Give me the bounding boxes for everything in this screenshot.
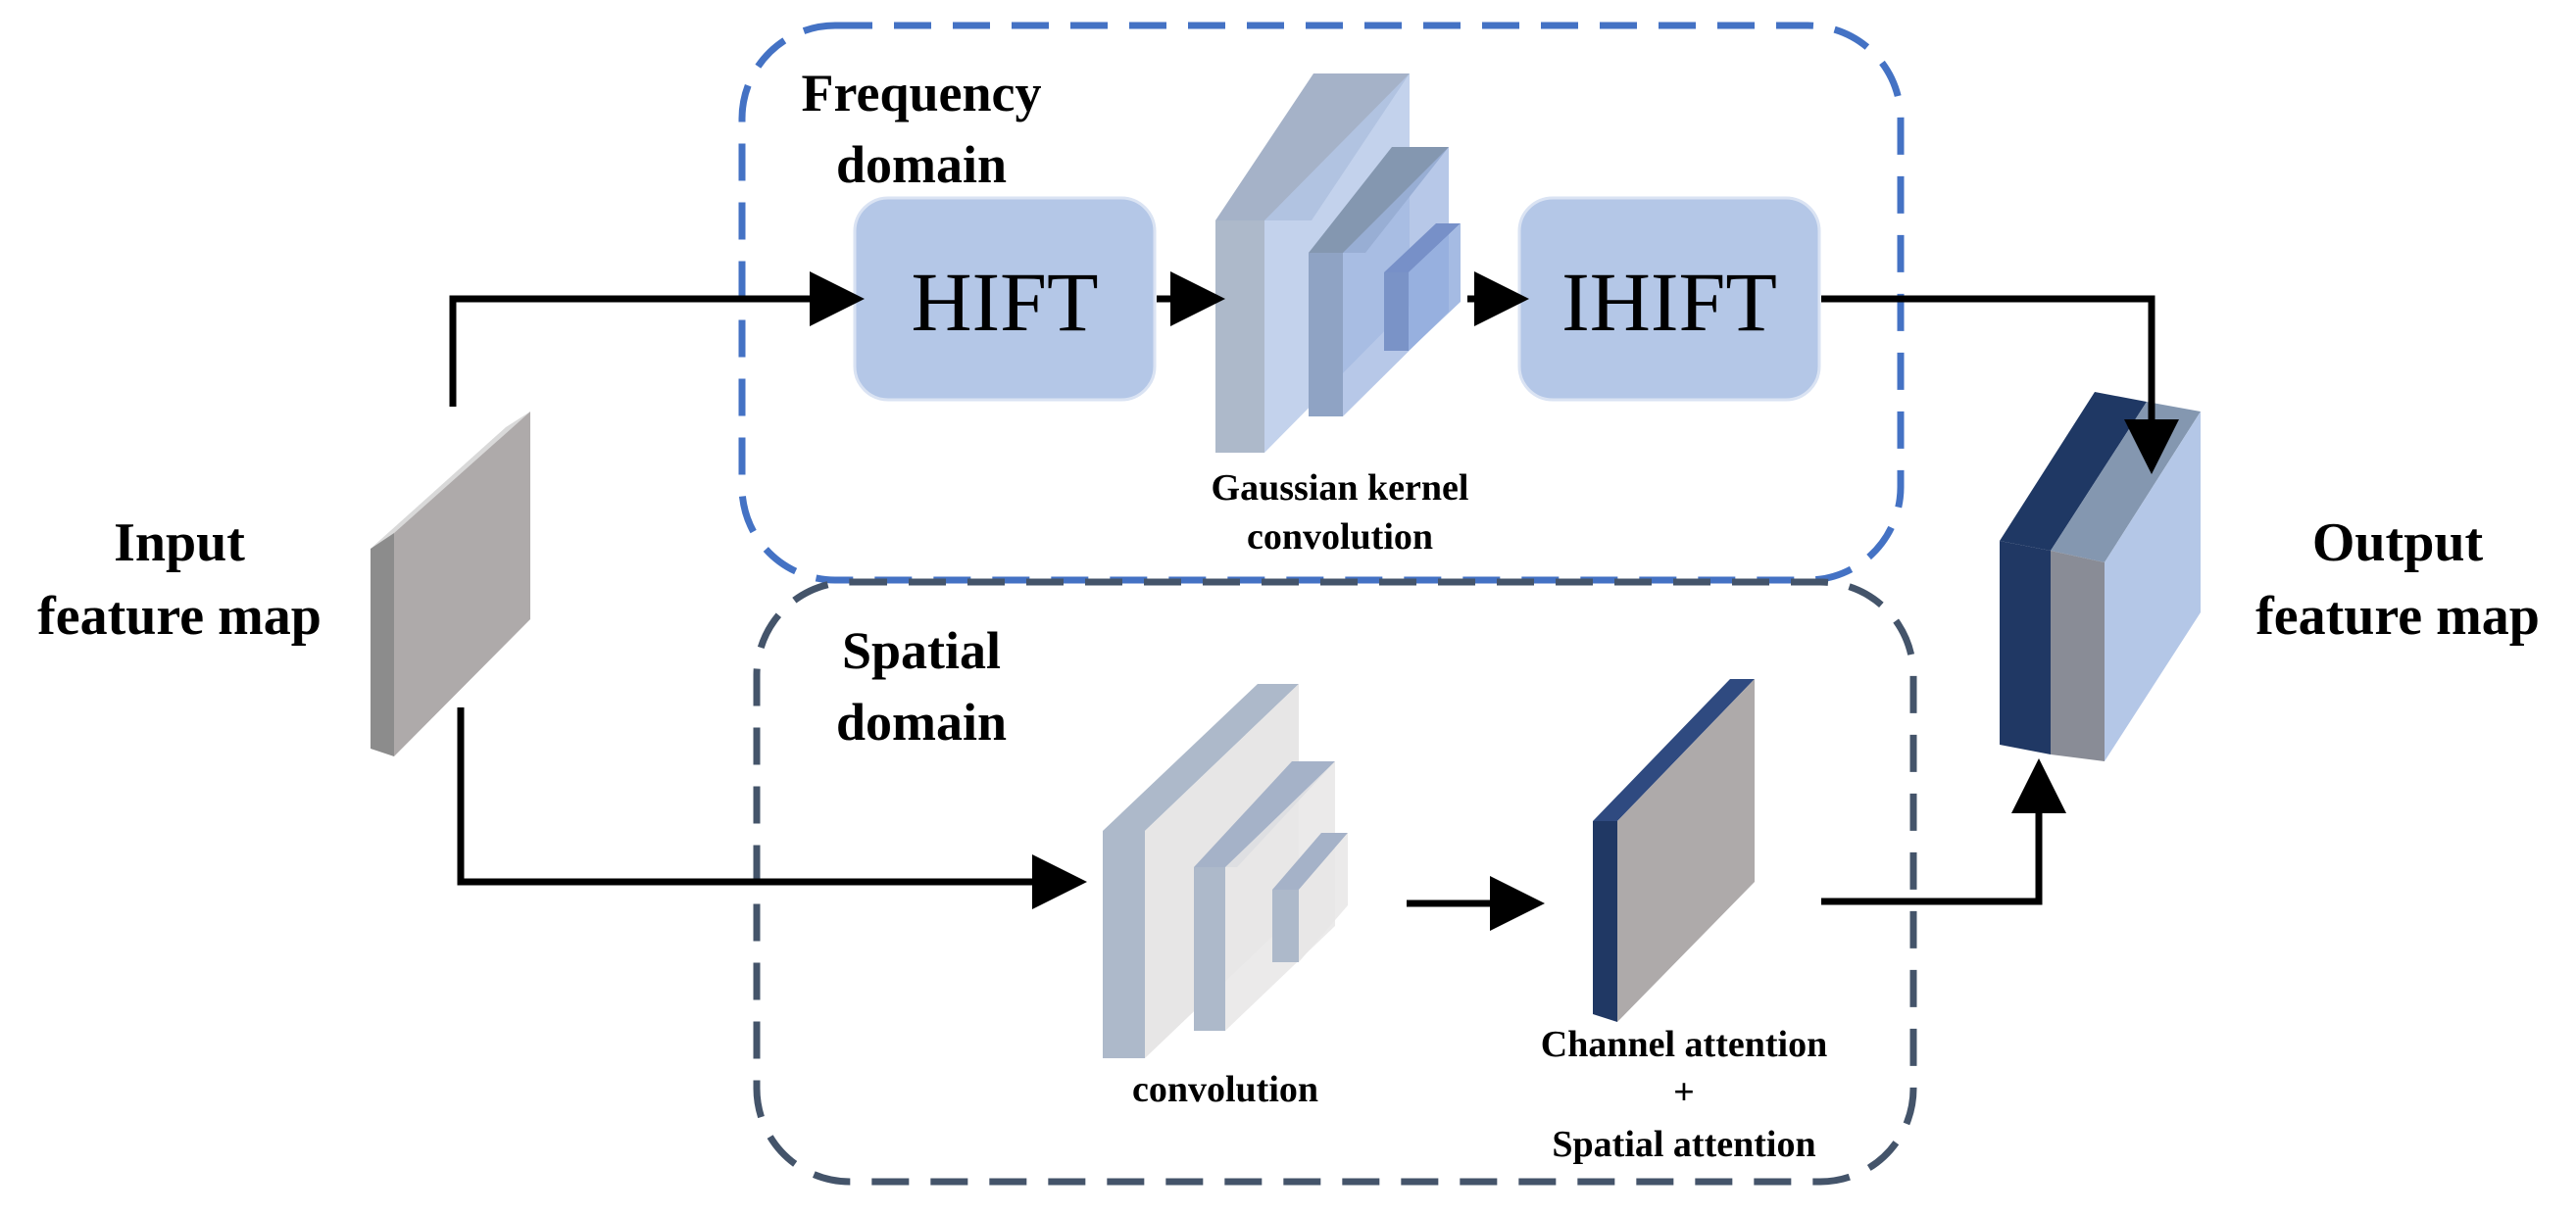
arrow-input-to-convolution	[457, 707, 1087, 909]
ihift-label: IHIFT	[1561, 255, 1777, 349]
arrow-input-to-hift	[449, 271, 865, 407]
input-label-line2: feature map	[37, 586, 322, 647]
frequency-domain-title-line2: domain	[836, 135, 1007, 194]
gaussian-kernel-convolution-icon	[1215, 73, 1461, 453]
attention-label-line1: Channel attention	[1541, 1024, 1827, 1065]
output-feature-map-icon	[2000, 392, 2201, 761]
output-label-line2: feature map	[2255, 586, 2540, 647]
convolution-icon	[1103, 684, 1348, 1058]
attention-map-icon	[1593, 679, 1755, 1022]
output-label-line1: Output	[2312, 512, 2484, 573]
spatial-domain-frame	[753, 578, 1917, 1186]
convolution-label: convolution	[1132, 1069, 1318, 1110]
arrow-attention-to-output	[1821, 758, 2066, 905]
gaussian-kernel-label-line2: convolution	[1247, 516, 1433, 558]
attention-label-line3: Spatial attention	[1552, 1124, 1815, 1165]
spatial-domain-title-line2: domain	[836, 693, 1007, 752]
input-feature-map-icon	[371, 412, 530, 756]
spatial-domain-title-line1: Spatial	[842, 621, 1001, 680]
arrow-ihift-to-output	[1821, 295, 2179, 474]
attention-label-line2: +	[1673, 1072, 1695, 1113]
input-label-line1: Input	[114, 512, 245, 573]
gaussian-kernel-label-line1: Gaussian kernel	[1212, 467, 1469, 509]
frequency-domain-title-line1: Frequency	[802, 64, 1042, 122]
hift-label: HIFT	[911, 255, 1098, 349]
